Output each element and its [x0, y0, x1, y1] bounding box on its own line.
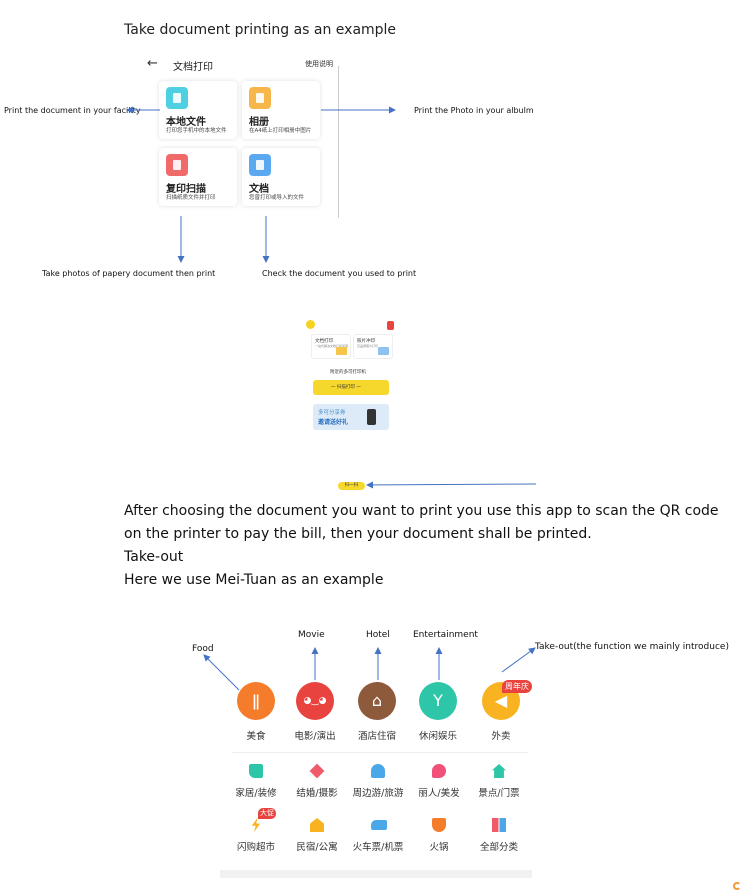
card-title: 文档: [249, 184, 269, 195]
promo-badge: 大促: [258, 808, 276, 819]
document-icon: [249, 154, 271, 176]
smiley-icon[interactable]: [306, 320, 315, 329]
photo-icon: [378, 347, 389, 355]
category-label-all[interactable]: 全部分类: [479, 842, 518, 853]
annotation-local-file: Print the document in your facility: [4, 106, 141, 115]
divider: [232, 752, 528, 753]
help-link[interactable]: 使用说明: [305, 60, 333, 68]
photo-album-icon: [249, 87, 271, 109]
category-label-takeout[interactable]: 外卖: [491, 731, 511, 742]
card-desc: 在A4纸上打印相册中图片: [249, 128, 312, 134]
cocktail-icon[interactable]: Y: [419, 682, 457, 720]
scan-pill-button[interactable]: 扫一扫: [338, 482, 365, 490]
category-label-travel[interactable]: 周边游/旅游: [352, 788, 404, 799]
hotel-icon[interactable]: ⌂: [358, 682, 396, 720]
fork-knife-icon[interactable]: ǁ: [237, 682, 275, 720]
palm-tree-icon[interactable]: [371, 764, 385, 778]
back-arrow-icon[interactable]: ←: [147, 56, 158, 71]
card-desc: 打印您手机中的本地文件: [166, 128, 227, 134]
screen-title: 文档打印: [173, 62, 213, 73]
train-icon[interactable]: [371, 820, 387, 830]
nearby-printers-text: 附近的多可打印机: [330, 370, 366, 375]
arrow-food: [203, 654, 240, 691]
category-label-flash[interactable]: 闪购超市: [236, 842, 275, 853]
annotation-movie: Movie: [298, 630, 325, 640]
arrow-takeout: [501, 647, 536, 673]
card-title: 复印扫描: [166, 184, 206, 195]
lightning-icon[interactable]: [251, 818, 261, 832]
hair-icon[interactable]: [432, 764, 446, 778]
card-title: 相册: [249, 117, 269, 128]
mini-card-title: 照片冲印: [357, 339, 375, 344]
photo-print-mini-card[interactable]: 照片冲印 高品质照片打印: [353, 334, 393, 359]
copy-scan-card[interactable]: 复印扫描 扫描纸质文件并打印: [159, 148, 237, 206]
category-label-beauty[interactable]: 丽人/美发: [418, 788, 460, 799]
meituan-screen: ǁ ◕‿◕ ⌂ Y ◀ 周年庆 美食 电影/演出 酒店住宿 休闲娱乐 外卖 家居…: [220, 668, 532, 878]
scan-print-button[interactable]: 一 扫描打印 一: [313, 380, 389, 395]
folder-icon: [336, 347, 347, 355]
grid-icon[interactable]: [492, 818, 506, 832]
category-label-wedding[interactable]: 结婚/摄影: [296, 788, 338, 799]
annotation-takeout: Take-out(the function we mainly introduc…: [535, 642, 729, 652]
paragraph-line-3: Take-out: [124, 549, 184, 565]
invite-banner[interactable]: 多可分享券 邀请送好礼: [313, 404, 389, 430]
card-title: 本地文件: [166, 117, 206, 128]
document-print-screen: ← 文档打印 使用说明 本地文件 打印您手机中的本地文件 相册 在A4纸上打印相…: [138, 52, 343, 220]
mini-card-subtitle: 高品质照片打印: [357, 344, 379, 348]
annotation-photo-album: Print the Photo in your albulm: [414, 106, 534, 115]
card-desc: 您曾打印或导入的文件: [249, 195, 305, 201]
documents-card[interactable]: 文档 您曾打印或导入的文件: [242, 148, 320, 206]
photo-album-card[interactable]: 相册 在A4纸上打印相册中图片: [242, 81, 320, 139]
printer-app-screen: 文档打印 一站式解决文档打印问题 照片冲印 高品质照片打印 附近的多可打印机 一…: [305, 316, 397, 432]
gift-icon[interactable]: [387, 321, 394, 330]
category-label-food[interactable]: 美食: [246, 731, 266, 742]
category-label-homestay[interactable]: 民宿/公寓: [296, 842, 338, 853]
annotation-food: Food: [192, 644, 214, 654]
anniversary-badge: 周年庆: [502, 680, 532, 693]
banner-line-1: 多可分享券: [318, 410, 346, 416]
paragraph-line-4: Here we use Mei-Tuan as an example: [124, 572, 384, 588]
category-label-entertainment[interactable]: 休闲娱乐: [418, 731, 457, 742]
scrollbar[interactable]: [338, 66, 339, 218]
intro-text: Take document printing as an example: [124, 22, 397, 38]
mini-card-title: 文档打印: [315, 339, 333, 344]
category-label-train[interactable]: 火车票/机票: [352, 842, 404, 853]
doc-print-mini-card[interactable]: 文档打印 一站式解决文档打印问题: [311, 334, 351, 359]
house-icon[interactable]: [310, 818, 324, 832]
paragraph-line-1: After choosing the document you want to …: [124, 503, 719, 519]
local-file-card[interactable]: 本地文件 打印您手机中的本地文件: [159, 81, 237, 139]
scan-icon: [166, 154, 188, 176]
category-label-hotpot[interactable]: 火锅: [429, 842, 449, 853]
banner-line-2: 邀请送好礼: [318, 419, 349, 426]
paint-roller-icon[interactable]: [249, 764, 263, 778]
corner-decoration: [733, 882, 741, 890]
category-label-tickets[interactable]: 景点/门票: [478, 788, 520, 799]
cat-face-icon[interactable]: ◕‿◕: [296, 682, 334, 720]
card-desc: 扫描纸质文件并打印: [166, 195, 216, 201]
annotation-scan: Take photos of papery document then prin…: [42, 269, 216, 278]
phone-file-icon: [166, 87, 188, 109]
annotation-documents: Check the document you used to print: [262, 269, 417, 278]
category-label-home[interactable]: 家居/装修: [235, 788, 277, 799]
phone-icon: [367, 409, 376, 425]
pagoda-icon[interactable]: [492, 764, 506, 778]
mini-card-subtitle: 一站式解决文档打印问题: [315, 344, 349, 348]
annotation-entertainment: Entertainment: [413, 630, 478, 640]
annotation-hotel: Hotel: [366, 630, 390, 640]
paragraph-line-2: on the printer to pay the bill, then you…: [124, 526, 592, 542]
scan-print-label: 一 扫描打印 一: [331, 385, 361, 390]
arrow-scan-pill: [366, 481, 537, 489]
category-label-hotel[interactable]: 酒店住宿: [357, 731, 396, 742]
hotpot-icon[interactable]: [432, 818, 446, 832]
bottom-bar: [220, 870, 532, 878]
category-label-movie[interactable]: 电影/演出: [294, 731, 336, 742]
